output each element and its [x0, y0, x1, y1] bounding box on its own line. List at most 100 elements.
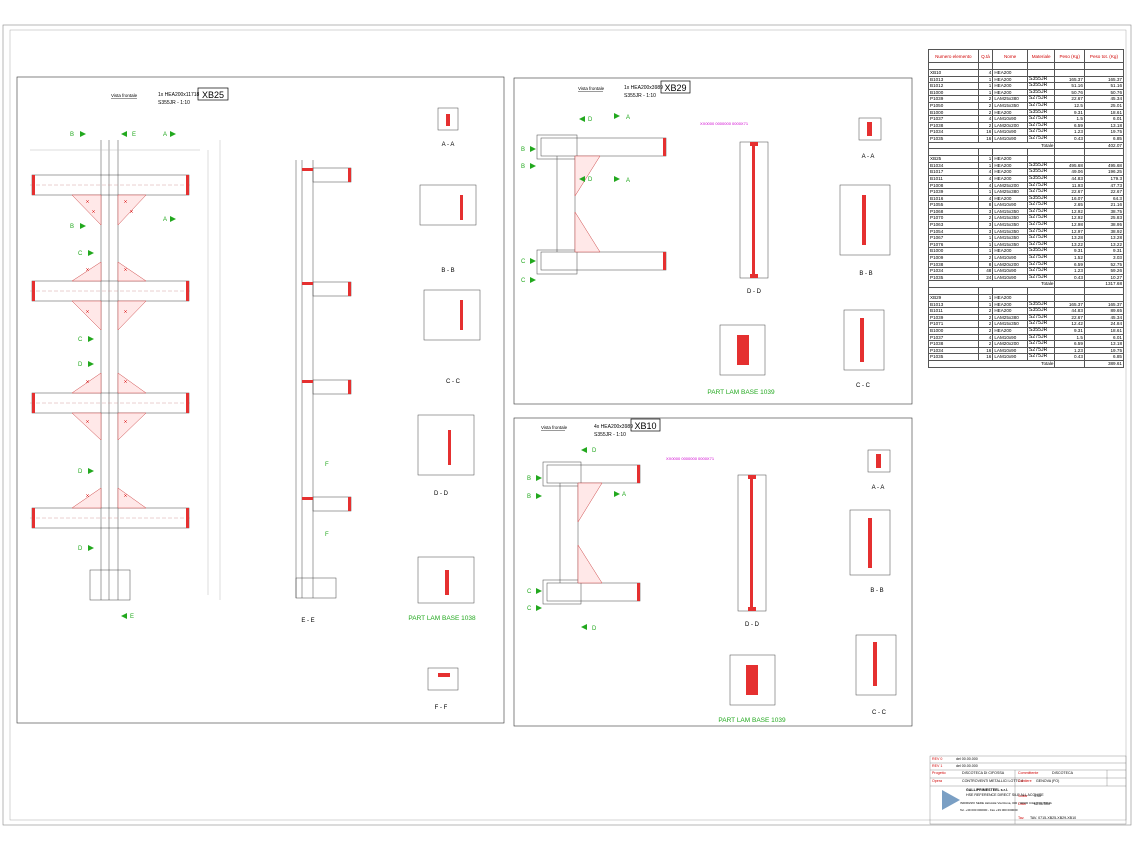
bom-cell: 2	[977, 214, 994, 223]
bom-cell: HEA200	[992, 155, 1028, 163]
xb25-section-f-label: F - F	[435, 705, 448, 711]
bom-cell: 179.3	[1083, 174, 1125, 183]
bom-spacer-row	[928, 62, 1125, 70]
bom-header-peso-tot: Peso tot. (Kg)	[1083, 49, 1125, 63]
bom-cell: S355JR	[1026, 174, 1056, 183]
bom-cell: 4	[977, 115, 994, 123]
bom-cell: 3.03	[1083, 254, 1125, 262]
bom-cell: 1.52	[1054, 254, 1085, 262]
xb10-base-label: PART LAM BASE 1039	[718, 717, 786, 724]
svg-text:C: C	[521, 259, 526, 265]
bom-cell: 4	[977, 168, 994, 176]
bom-cell	[1054, 359, 1085, 368]
bom-cell: HEA200	[992, 69, 1028, 77]
bom-cell: 3	[977, 227, 994, 236]
bom-cell	[992, 287, 1028, 295]
bom-spacer-row	[928, 148, 1125, 157]
bom-cell: P1050	[928, 101, 979, 110]
bom-cell: 21.16	[1083, 201, 1125, 209]
xb25-desc: 1x HEA200x11718	[158, 92, 200, 98]
svg-text:B: B	[527, 476, 531, 482]
bom-cell: S275JR	[1026, 353, 1056, 361]
bom-cell: P1039	[928, 95, 979, 103]
bom-cell: 1	[977, 82, 994, 90]
svg-text:XX0000 0000000 0000X71: XX0000 0000000 0000X71	[700, 121, 749, 126]
xb29-front-label: Vista frontale	[578, 86, 605, 91]
bom-cell: HEA200	[992, 326, 1028, 335]
scala: 1:10	[1034, 794, 1041, 798]
bom-cell: P1034	[928, 128, 979, 136]
bom-cell: S275JR	[1026, 134, 1056, 143]
bom-cell: P1034	[928, 267, 979, 275]
bom-header-nome: Nome	[992, 49, 1028, 63]
bom-cell: 2	[977, 313, 994, 322]
bom-cell: 4	[977, 69, 994, 77]
xb29-material: S355JR - 1:10	[624, 93, 656, 99]
svg-text:D: D	[592, 626, 597, 632]
bom-cell: LAM10x90	[992, 128, 1028, 136]
svg-text:A: A	[626, 115, 630, 121]
bill-of-materials: Numero elemento Q.tà Nome Materiale Peso…	[927, 49, 1125, 368]
xb10-section-a-label: A - A	[872, 485, 885, 491]
bom-cell: 2	[977, 121, 994, 130]
bom-cell: 16.07	[1054, 194, 1085, 203]
bom-cell: 165.37	[1083, 300, 1125, 309]
bom-cell: HEA200	[992, 307, 1028, 315]
xb29-desc: 1x HEA200x3989	[624, 85, 663, 91]
xb10-section-d-label: D - D	[745, 622, 760, 628]
bom-cell	[1054, 155, 1085, 163]
bom-cell: LAM10x90	[992, 273, 1028, 282]
opera: CONTROVENTI METALLICI LOTTO 8	[962, 779, 1024, 783]
svg-text:B: B	[70, 224, 74, 230]
bom-cell: 2	[977, 307, 994, 315]
xb10-front-label: Vista frontale	[541, 425, 568, 430]
xb25-section-a-label: A - A	[442, 142, 455, 148]
bom-cell: LAM10x90	[992, 254, 1028, 262]
bom-cell: 12.92	[1054, 207, 1085, 216]
bom-cell	[977, 287, 994, 295]
bom-cell: P1071	[928, 320, 979, 328]
bom-cell	[1054, 148, 1085, 157]
field-scala: Scala	[1018, 794, 1027, 798]
rev0: REV 0	[932, 757, 943, 761]
bom-cell: 11.93	[1054, 181, 1085, 190]
bom-cell: LAM20x200	[992, 260, 1028, 269]
bom-cell: LAM15x350	[992, 101, 1028, 110]
bom-cell: 6.01	[1083, 333, 1125, 342]
bom-cell: 4	[977, 194, 994, 203]
company-name: GALLIPRIMESTEEL s.r.l.	[966, 788, 1008, 792]
bom-cell	[1083, 294, 1125, 302]
bom-cell: 13.18	[1083, 121, 1125, 130]
bom-cell	[1083, 155, 1125, 163]
bom-cell	[1083, 62, 1125, 70]
bom-cell	[1083, 148, 1125, 157]
xb29-section-a-label: A - A	[862, 154, 875, 160]
field-opera: Opera	[932, 779, 942, 783]
bom-cell: HEA200	[992, 194, 1028, 203]
bom-cell: 38.75	[1083, 207, 1125, 216]
bom-cell: 22.67	[1054, 188, 1085, 196]
bom-cell	[928, 287, 979, 295]
bom-cell: 1.23	[1054, 346, 1085, 355]
bom-cell: P1038	[928, 260, 979, 269]
bom-cell	[1054, 62, 1085, 70]
bom-cell: 1	[977, 75, 994, 84]
bom-cell: LAM10x90	[992, 267, 1028, 275]
bom-cell: LAM20x200	[992, 121, 1028, 130]
bom-cell: 16	[977, 353, 994, 361]
bom-cell	[977, 62, 994, 70]
bom-cell: 19.75	[1083, 128, 1125, 136]
bom-cell: 13.18	[1083, 340, 1125, 348]
titleblock: REV 0 del 00.00.000 REV 1 del 00.00.000 …	[930, 756, 1126, 824]
xb25-mark: XB25	[202, 90, 224, 100]
svg-text:A: A	[622, 492, 626, 498]
bom-cell: 6.85	[1083, 353, 1125, 361]
